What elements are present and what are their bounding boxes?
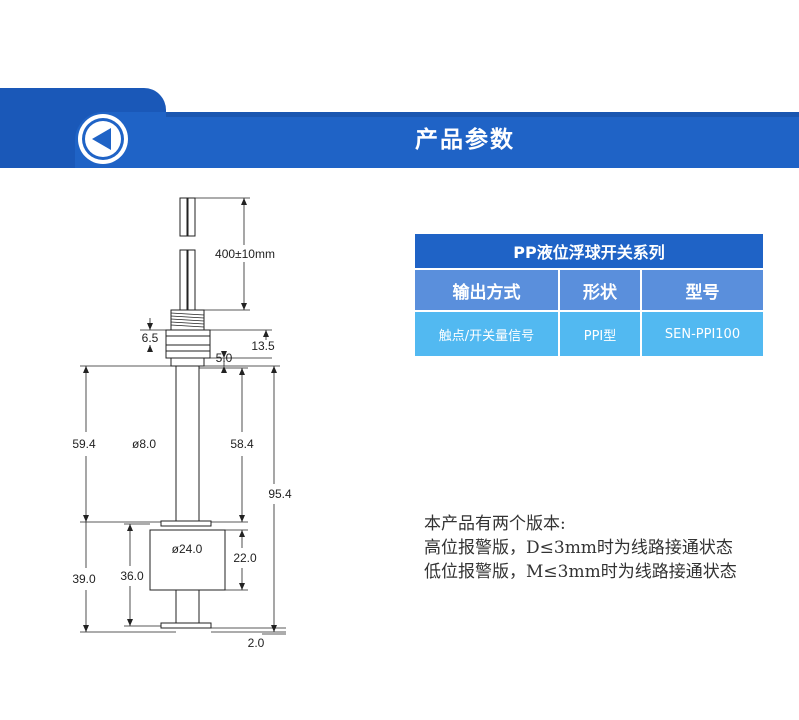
chevron-left-circle-icon — [92, 128, 111, 150]
dim-upper-length: 59.4 — [72, 437, 96, 451]
dim-total-length: 95.4 — [268, 487, 292, 501]
dim-stem-length: 58.4 — [230, 437, 254, 451]
dim-collar-height: 5.0 — [216, 351, 233, 365]
dim-float-diameter: ø24.0 — [172, 542, 203, 556]
spec-table-title-row: PP液位浮球开关系列 — [413, 232, 765, 270]
lower-stem — [175, 589, 200, 627]
dim-clip-thickness: 2.0 — [248, 636, 265, 650]
cable-wire-right-upper — [187, 197, 196, 237]
spec-table-header-row: 输出方式 形状 型号 — [413, 268, 765, 312]
cable-wire-left-upper — [179, 197, 188, 237]
back-button[interactable] — [78, 114, 128, 164]
table-row: 触点/开关量信号 PPI型 SEN-PPI100 — [413, 310, 765, 358]
dim-lower-length: 39.0 — [72, 572, 96, 586]
dim-head-height: 13.5 — [251, 339, 275, 353]
cable-wire-left-lower — [179, 249, 188, 311]
stem — [175, 365, 200, 525]
version-note-low: 低位报警版，M≤3mm时为线路接通状态 — [424, 562, 737, 582]
version-note-high: 高位报警版，D≤3mm时为线路接通状态 — [424, 538, 733, 558]
thread-lines — [170, 312, 205, 328]
col-header-shape: 形状 — [558, 268, 642, 312]
series-title: PP液位浮球开关系列 — [413, 232, 765, 270]
dim-cable-length: 400±10mm — [215, 247, 275, 261]
float-body — [149, 529, 226, 591]
dim-float-height: 22.0 — [233, 551, 257, 565]
header-banner — [75, 112, 799, 168]
col-header-output: 输出方式 — [413, 268, 560, 312]
version-note: 本产品有两个版本: 高位报警版，D≤3mm时为线路接通状态 低位报警版，M≤3m… — [424, 512, 794, 584]
dim-stem-diameter: ø8.0 — [132, 437, 156, 451]
upper-retaining-clip — [160, 520, 212, 527]
page-title: 产品参数 — [415, 127, 515, 153]
lower-retaining-clip — [160, 622, 212, 629]
version-note-intro: 本产品有两个版本: — [424, 514, 566, 534]
dim-thread-height: 6.5 — [142, 331, 159, 345]
float-switch-drawing: 400±10mm 6.5 13.5 5.0 ø8.0 59.4 58.4 95.… — [72, 197, 292, 650]
cell-shape: PPI型 — [558, 310, 642, 358]
hex-collar — [165, 329, 211, 346]
col-header-model: 型号 — [640, 268, 765, 312]
cable-wire-right-lower — [187, 249, 196, 311]
cell-model: SEN-PPI100 — [640, 310, 765, 358]
collar-base — [170, 357, 205, 367]
header-banner-shade — [166, 112, 799, 117]
spec-table: PP液位浮球开关系列 输出方式 形状 型号 触点/开关量信号 PPI型 SEN-… — [413, 232, 765, 358]
dim-float-travel: 36.0 — [120, 569, 144, 583]
cell-output: 触点/开关量信号 — [413, 310, 560, 358]
